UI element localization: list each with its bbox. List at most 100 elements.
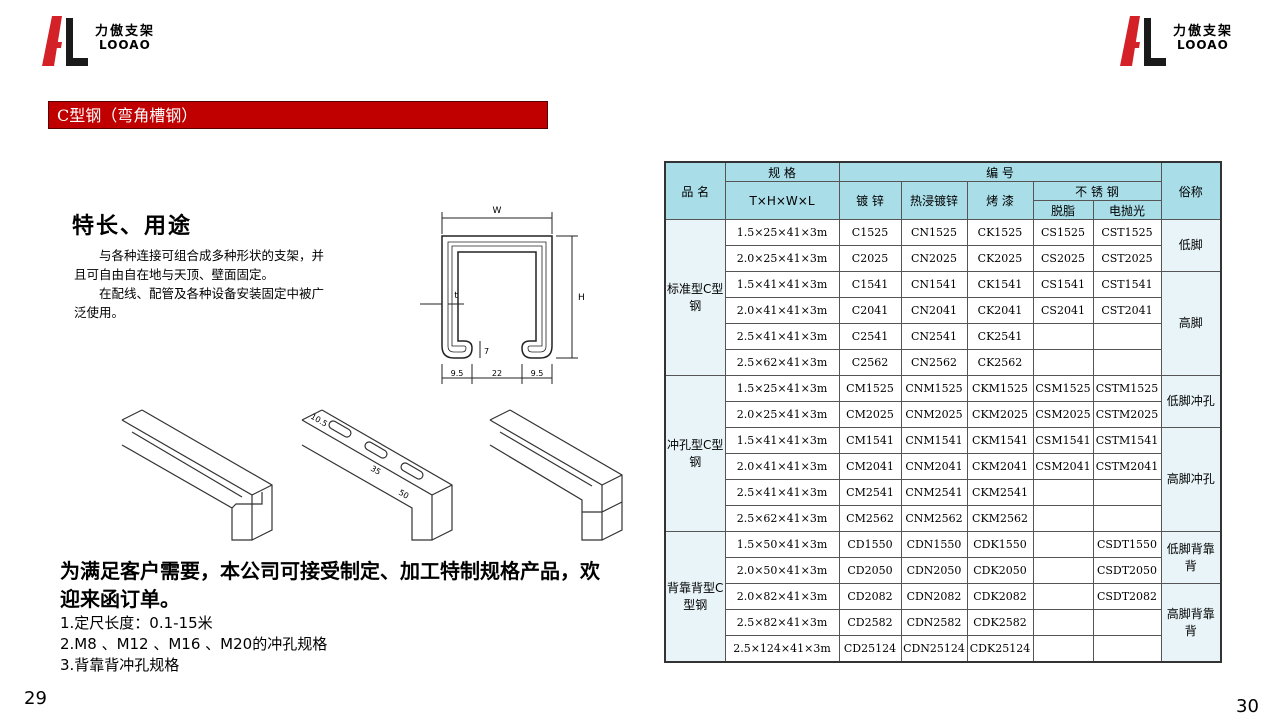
- brand-mark-icon: [1120, 16, 1166, 66]
- galvanized-cell: CD25124: [838, 635, 902, 663]
- features-title: 特长、用途: [72, 214, 193, 239]
- painted-cell: CKM2041: [966, 453, 1034, 480]
- spec-cell: 2.5×62×41×3m: [724, 505, 840, 532]
- polish-cell: [1092, 505, 1162, 532]
- degrease-cell: CS2041: [1032, 297, 1094, 324]
- spec-cell: 2.0×82×41×3m: [724, 583, 840, 610]
- degrease-cell: [1032, 609, 1094, 636]
- spec-cell: 2.5×41×41×3m: [724, 323, 840, 350]
- polish-cell: CST1525: [1092, 219, 1162, 246]
- polish-cell: CSTM2041: [1092, 453, 1162, 480]
- degrease-cell: CSM1525: [1032, 375, 1094, 402]
- header-spec: 规 格: [724, 161, 840, 182]
- galvanized-cell: C1525: [838, 219, 902, 246]
- brand-name-cn: 力傲支架: [1173, 24, 1234, 39]
- galvanized-cell: C2541: [838, 323, 902, 350]
- hot-dip-cell: CNM2541: [900, 479, 968, 506]
- degrease-cell: CS2025: [1032, 245, 1094, 272]
- polish-cell: [1092, 349, 1162, 376]
- hot-dip-cell: CN1525: [900, 219, 968, 246]
- painted-cell: CDK2582: [966, 609, 1034, 636]
- spec-cell: 1.5×50×41×3m: [724, 531, 840, 558]
- features-paragraph: 与各种连接可组合成多种形状的支架，并且可自由自在地与天顶、壁面固定。: [74, 248, 325, 282]
- hot-dip-cell: CN2562: [900, 349, 968, 376]
- painted-cell: CDK2050: [966, 557, 1034, 584]
- polish-cell: CST2041: [1092, 297, 1162, 324]
- hot-dip-cell: CDN2582: [900, 609, 968, 636]
- group-name-cell: 背靠背型C型钢: [664, 531, 726, 663]
- spec-cell: 2.0×41×41×3m: [724, 297, 840, 324]
- degrease-cell: [1032, 557, 1094, 584]
- slot-spacing-label: 50: [397, 488, 410, 501]
- spec-cell: 1.5×41×41×3m: [724, 427, 840, 454]
- spec-notes: 1.定尺长度：0.1-15米 2.M8 、M12 、M16 、M20的冲孔规格 …: [60, 613, 327, 676]
- polish-cell: CSTM2025: [1092, 401, 1162, 428]
- header-degrease: 脱脂: [1032, 200, 1094, 220]
- nickname-cell: 低脚: [1160, 219, 1222, 272]
- brand-name-en: LOOAO: [1177, 38, 1229, 52]
- painted-cell: CK2025: [966, 245, 1034, 272]
- note-item: 1.定尺长度：0.1-15米: [60, 614, 213, 632]
- spec-cell: 2.0×50×41×3m: [724, 557, 840, 584]
- dim-height-label: H: [578, 293, 585, 303]
- dim-mid-label: 22: [492, 369, 502, 378]
- galvanized-cell: CD2050: [838, 557, 902, 584]
- spec-cell: 2.5×41×41×3m: [724, 479, 840, 506]
- dim-width-label: W: [493, 206, 502, 216]
- hot-dip-cell: CDN2050: [900, 557, 968, 584]
- spec-cell: 2.5×124×41×3m: [724, 635, 840, 663]
- spec-cell: 2.0×25×41×3m: [724, 401, 840, 428]
- slotted-channel: [301, 409, 453, 541]
- galvanized-cell: C2562: [838, 349, 902, 376]
- custom-order-promo: 为满足客户需要，本公司可接受制定、加工特制规格产品，欢迎来函订单。: [60, 559, 600, 611]
- polish-cell: [1092, 635, 1162, 663]
- features-paragraph: 在配线、配管及各种设备安装固定中被广泛使用。: [74, 286, 325, 320]
- header-code: 编 号: [838, 161, 1162, 182]
- galvanized-cell: CM1525: [838, 375, 902, 402]
- painted-cell: CKM2562: [966, 505, 1034, 532]
- hot-dip-cell: CN2541: [900, 323, 968, 350]
- section-title-bar: C型钢（弯角槽钢）: [48, 101, 548, 129]
- painted-cell: CK1541: [966, 271, 1034, 298]
- polish-cell: CST2025: [1092, 245, 1162, 272]
- polish-cell: [1092, 609, 1162, 636]
- hot-dip-cell: CDN25124: [900, 635, 968, 663]
- degrease-cell: [1032, 583, 1094, 610]
- degrease-cell: [1032, 323, 1094, 350]
- galvanized-cell: C2041: [838, 297, 902, 324]
- note-item: 2.M8 、M12 、M16 、M20的冲孔规格: [60, 635, 328, 653]
- painted-cell: CK1525: [966, 219, 1034, 246]
- page-number-left: 29: [24, 688, 47, 709]
- galvanized-cell: CM2562: [838, 505, 902, 532]
- dim-lip-label: 7: [484, 347, 489, 356]
- nickname-cell: 低脚冲孔: [1160, 375, 1222, 428]
- painted-cell: CKM1541: [966, 427, 1034, 454]
- brand-name-en: LOOAO: [99, 38, 151, 52]
- galvanized-cell: CM2041: [838, 453, 902, 480]
- degrease-cell: [1032, 531, 1094, 558]
- hot-dip-cell: CNM1525: [900, 375, 968, 402]
- spec-cell: 1.5×25×41×3m: [724, 219, 840, 246]
- galvanized-cell: CM2025: [838, 401, 902, 428]
- galvanized-cell: CM2541: [838, 479, 902, 506]
- polish-cell: CSTM1525: [1092, 375, 1162, 402]
- degrease-cell: CS1525: [1032, 219, 1094, 246]
- brand-mark-icon: [42, 16, 88, 66]
- galvanized-cell: CD1550: [838, 531, 902, 558]
- brand-name-cn: 力傲支架: [95, 24, 156, 39]
- galvanized-cell: CD2082: [838, 583, 902, 610]
- polish-cell: CSDT2050: [1092, 557, 1162, 584]
- channel-perspective-drawings: 10.5 35 50: [121, 409, 623, 541]
- degrease-cell: CSM2041: [1032, 453, 1094, 480]
- header-spec-formula: T×H×W×L: [724, 181, 840, 220]
